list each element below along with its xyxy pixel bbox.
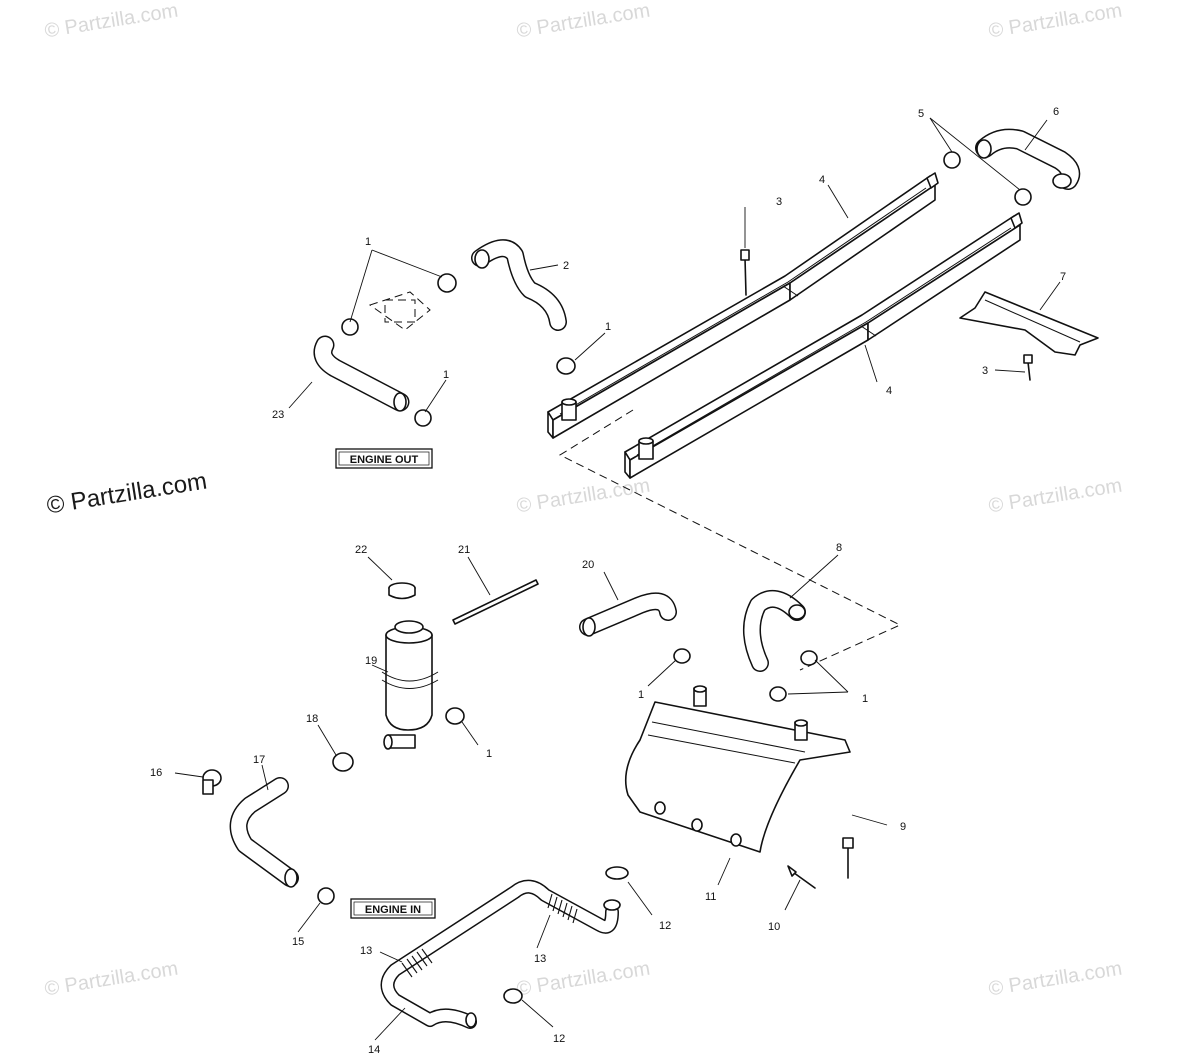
hose-clamp-1a: [341, 318, 359, 336]
callout-6: 6: [1053, 106, 1059, 118]
hose-2: [471, 239, 567, 331]
callout-15: 15: [292, 936, 304, 948]
hose-8: [743, 589, 806, 672]
crossover-hose: [975, 128, 1081, 190]
bolt-9: [842, 837, 854, 879]
callout-1c: 1: [443, 369, 449, 381]
hose-23: [313, 335, 410, 412]
coolant-reservoir: [381, 620, 439, 750]
engine-in-tag: ENGINE IN: [350, 898, 436, 919]
engine-in-label: ENGINE IN: [365, 904, 421, 916]
callout-21: 21: [458, 544, 470, 556]
callout-7: 7: [1060, 271, 1066, 283]
callout-11: 11: [705, 891, 716, 903]
pipe-14: [380, 879, 621, 1029]
leader-lines: [174, 117, 1061, 1041]
callout-3b: 3: [982, 365, 988, 377]
callout-9: 9: [900, 821, 906, 833]
callout-5: 5: [918, 108, 924, 120]
hose-17: [229, 777, 299, 888]
vent-tube: [452, 579, 539, 625]
hose-clamp-12a: [605, 866, 629, 880]
callout-20: 20: [582, 559, 594, 571]
hose-clamp-5b: [1014, 188, 1032, 206]
coupler-fitting: [368, 291, 431, 331]
callout-8: 8: [836, 542, 842, 554]
heat-exchanger-upper: [547, 172, 939, 439]
callout-16: 16: [150, 767, 162, 779]
clip-16: [202, 769, 222, 795]
engine-out-label: ENGINE OUT: [350, 454, 419, 466]
mounting-bracket: [959, 291, 1099, 356]
engine-out-tag: ENGINE OUT: [335, 448, 433, 469]
hose-20: [579, 592, 677, 637]
callout-22: 22: [355, 544, 367, 556]
callout-4a: 4: [819, 174, 825, 186]
callout-19: 19: [365, 655, 377, 667]
callout-17: 17: [253, 754, 265, 766]
screw-10: [787, 865, 816, 889]
screw-bracket: [1023, 354, 1033, 381]
callout-3a: 3: [776, 196, 782, 208]
hose-clamp-8a: [800, 650, 818, 666]
reservoir-cap: [388, 582, 416, 600]
callout-1e: 1: [862, 693, 868, 705]
callout-14: 14: [368, 1044, 380, 1056]
bellows-13-left: [401, 948, 433, 978]
callout-13b: 13: [534, 953, 546, 965]
hose-clamp-1b: [414, 409, 432, 427]
hose-clamp-1e: [445, 707, 465, 725]
callout-10: 10: [768, 921, 780, 933]
hose-clamp-1f: [673, 648, 691, 664]
bellows-13-right: [547, 893, 578, 924]
callout-4b: 4: [886, 385, 892, 397]
hose-clamp-12b: [503, 988, 523, 1004]
callout-1d: 1: [638, 689, 644, 701]
hose-clamp-15: [317, 887, 335, 905]
hose-clamp-1d: [556, 357, 576, 375]
hose-clamp-18: [332, 752, 354, 772]
callout-13a: 13: [360, 945, 372, 957]
callout-numbers: 1 2 3 4 5 6 7 3 4 1 1 23 22 21 20 8 19 1…: [150, 106, 1066, 1056]
hose-clamp-1c: [437, 273, 457, 293]
hose-clamp-8b: [769, 686, 787, 702]
callout-18: 18: [306, 713, 318, 725]
callout-12a: 12: [659, 920, 671, 932]
callout-12b: 12: [553, 1033, 565, 1045]
screw-upper: [740, 249, 750, 296]
callout-2: 2: [563, 260, 569, 272]
heat-exchanger-lower: [624, 212, 1023, 479]
callout-1a: 1: [365, 236, 371, 248]
callout-1f: 1: [486, 748, 492, 760]
callout-23: 23: [272, 409, 284, 421]
hose-clamp-5a: [943, 151, 961, 169]
water-box: [624, 685, 851, 853]
routing-dashed-line: [558, 409, 902, 671]
callout-1b: 1: [605, 321, 611, 333]
